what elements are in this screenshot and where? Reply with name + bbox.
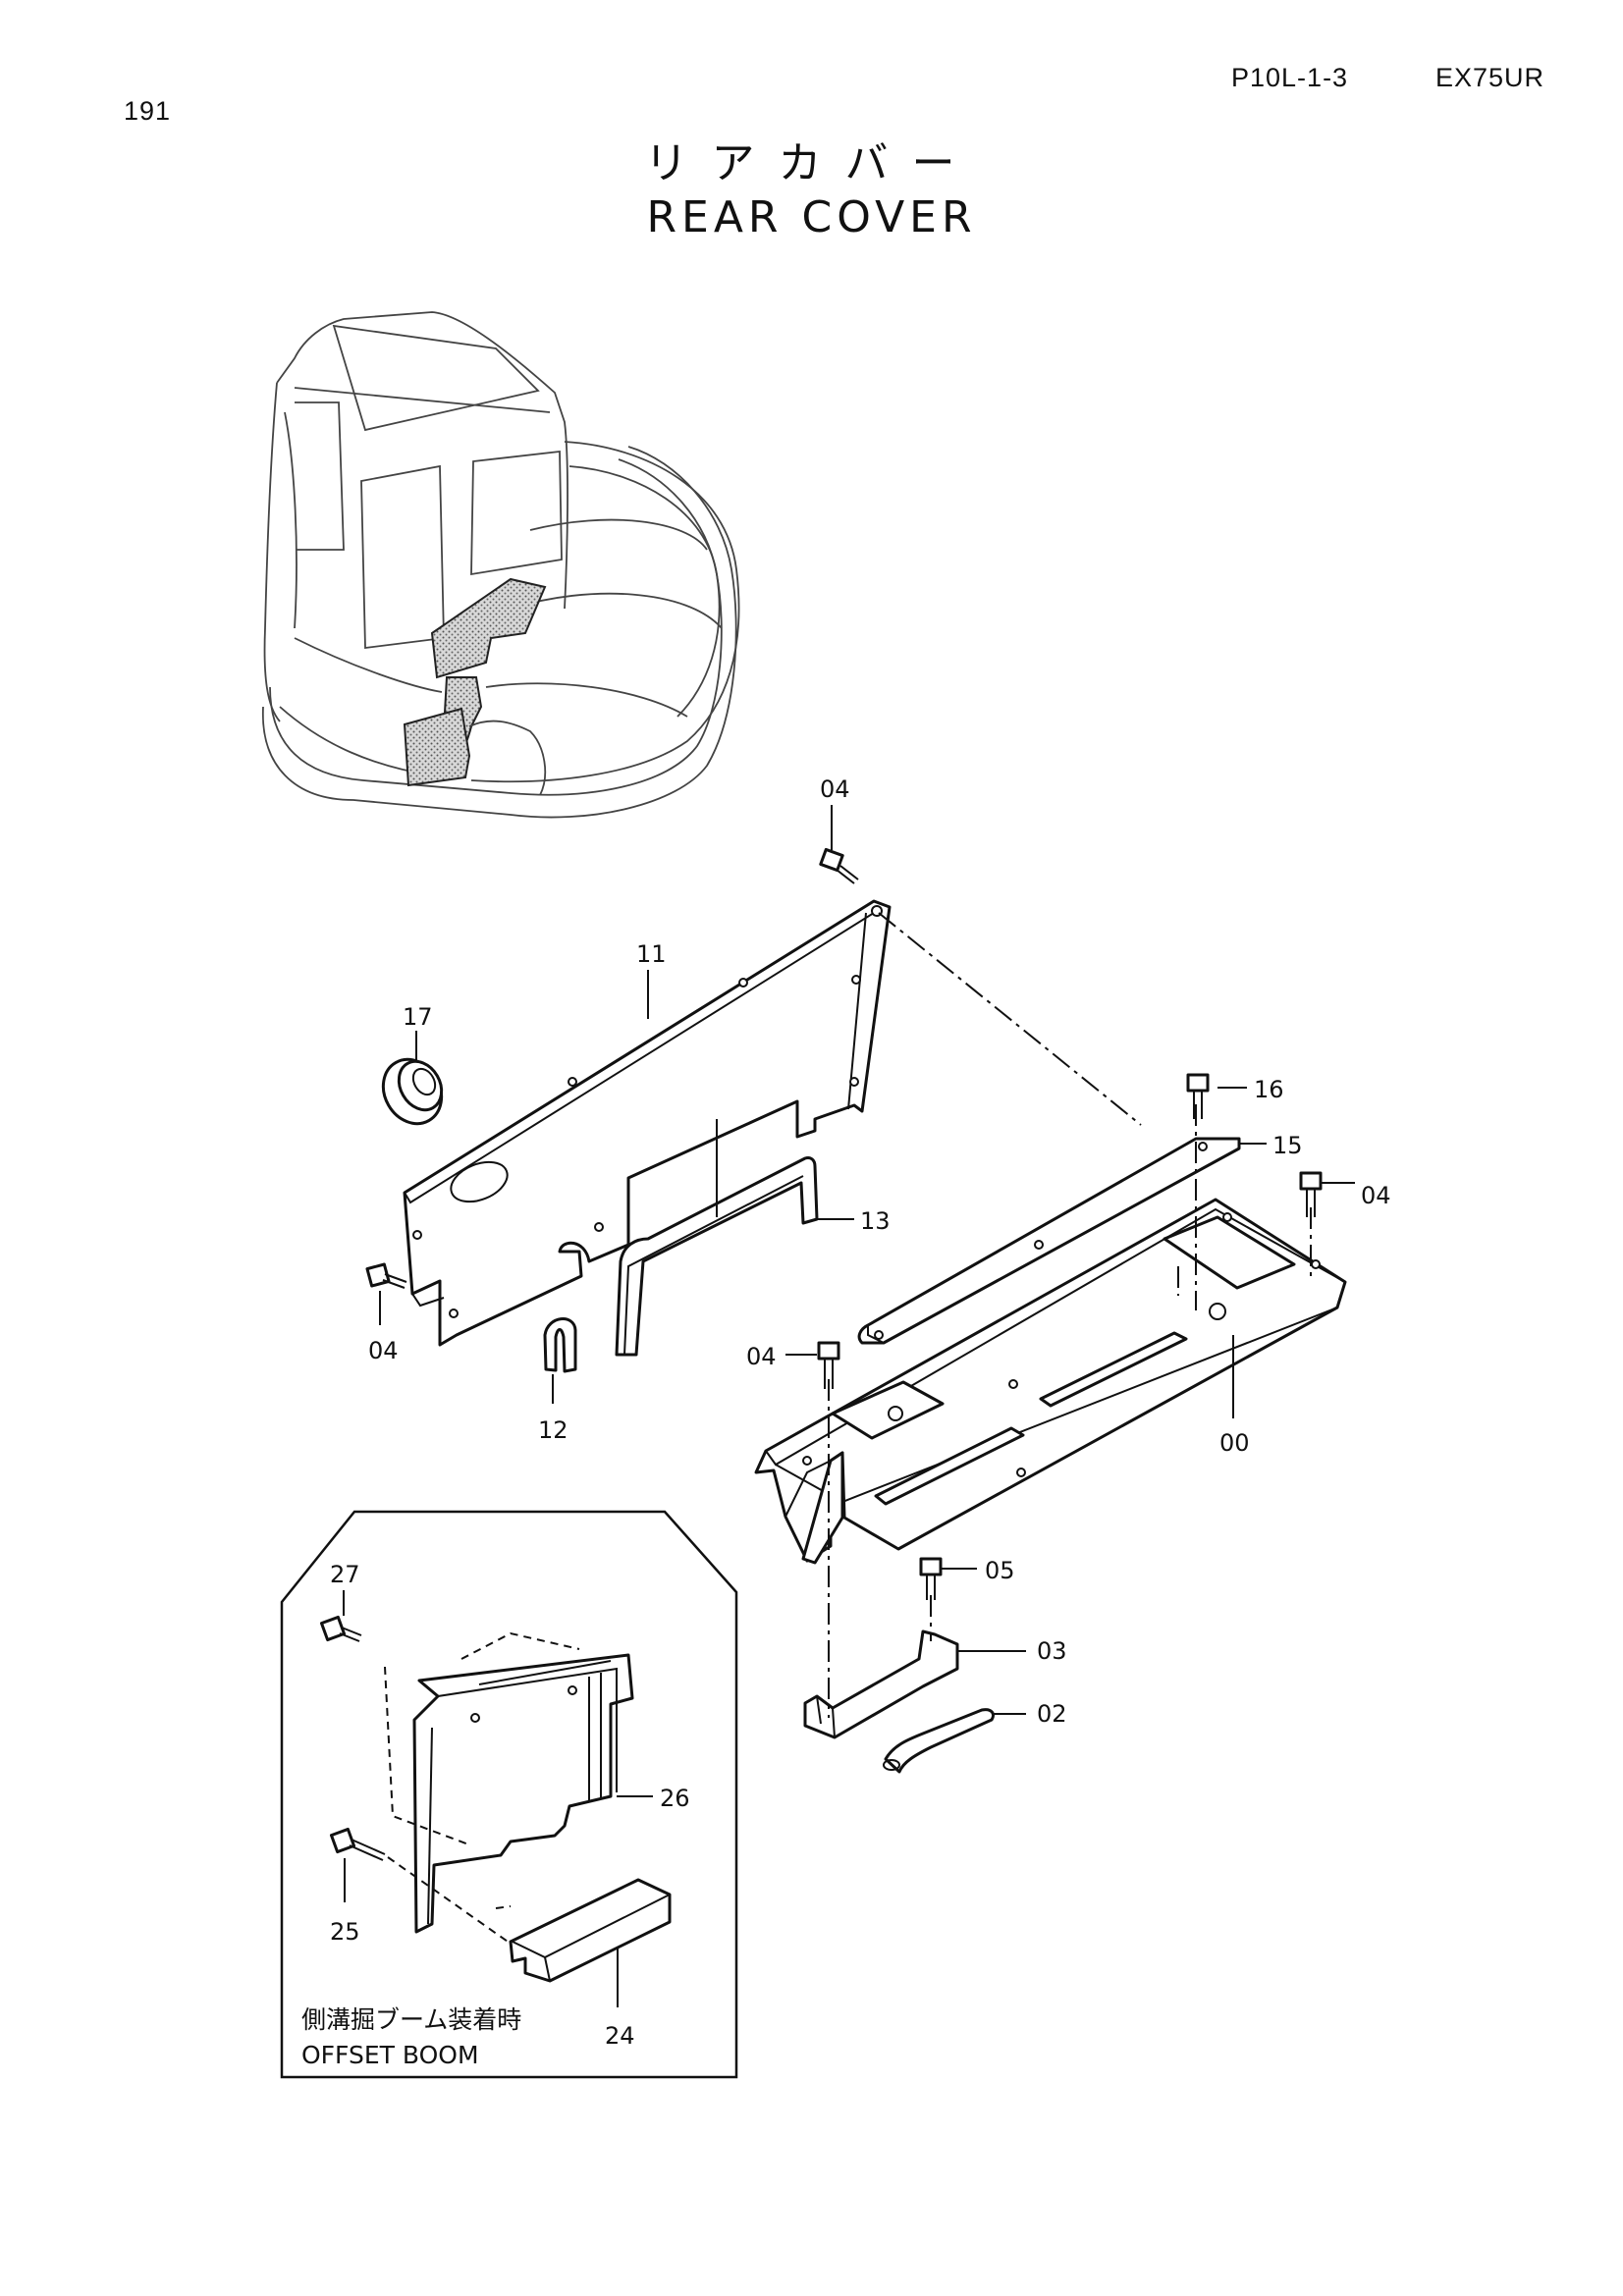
bolt-05 xyxy=(919,1557,943,1600)
leader-lines xyxy=(379,805,1355,1715)
inset-note-japanese: 側溝掘ブーム装着時 xyxy=(301,2005,521,2034)
assembly-lines xyxy=(828,912,1312,1718)
part-13-seal xyxy=(615,1156,819,1357)
callout-04-mid: 04 xyxy=(746,1343,777,1370)
callout-12: 12 xyxy=(538,1416,568,1444)
callout-15: 15 xyxy=(1272,1132,1303,1159)
part-03-bracket xyxy=(803,1629,959,1739)
callout-labels: 04 11 17 16 15 04 13 04 04 12 00 05 03 0… xyxy=(330,775,1391,2050)
title-english: REAR COVER xyxy=(646,192,977,242)
part-17-grommet xyxy=(381,1057,444,1126)
callout-02: 02 xyxy=(1037,1700,1067,1728)
callout-04-right: 04 xyxy=(1361,1182,1391,1209)
callout-13: 13 xyxy=(860,1207,891,1235)
bolt-04-right xyxy=(1299,1171,1323,1217)
part-11-rear-cover-panel xyxy=(403,899,892,1347)
callout-04-top: 04 xyxy=(820,775,850,803)
bolt-25 xyxy=(329,1827,386,1861)
section-code: P10L-1-3 xyxy=(1231,63,1349,92)
inset-offset-boom: 側溝掘ブーム装着時 OFFSET BOOM xyxy=(280,1510,738,2079)
callout-05: 05 xyxy=(985,1557,1015,1584)
bolt-04-top xyxy=(819,847,859,884)
callout-24: 24 xyxy=(605,2022,635,2050)
bolt-16 xyxy=(1186,1073,1210,1119)
inset-note-english: OFFSET BOOM xyxy=(301,2041,479,2069)
model-name: EX75UR xyxy=(1435,63,1545,92)
callout-26: 26 xyxy=(660,1785,690,1812)
part-00-base-plate xyxy=(754,1198,1347,1565)
bolt-27 xyxy=(319,1615,362,1642)
callout-00: 00 xyxy=(1219,1429,1250,1457)
bolt-04-left xyxy=(365,1262,407,1289)
callout-04-left: 04 xyxy=(368,1337,399,1364)
bolt-04-mid xyxy=(817,1341,840,1389)
callout-27: 27 xyxy=(330,1561,360,1588)
callout-25: 25 xyxy=(330,1918,360,1946)
callout-16: 16 xyxy=(1254,1076,1284,1103)
part-12-clip xyxy=(543,1317,577,1373)
excavator-overview xyxy=(262,311,740,819)
callout-11: 11 xyxy=(636,940,667,968)
page-number: 191 xyxy=(124,96,172,126)
callout-17: 17 xyxy=(403,1003,433,1031)
title-japanese: リアカバー xyxy=(644,138,979,188)
part-15-strip-plate xyxy=(857,1137,1241,1345)
callout-03: 03 xyxy=(1037,1637,1067,1665)
part-02-hose xyxy=(883,1708,996,1774)
